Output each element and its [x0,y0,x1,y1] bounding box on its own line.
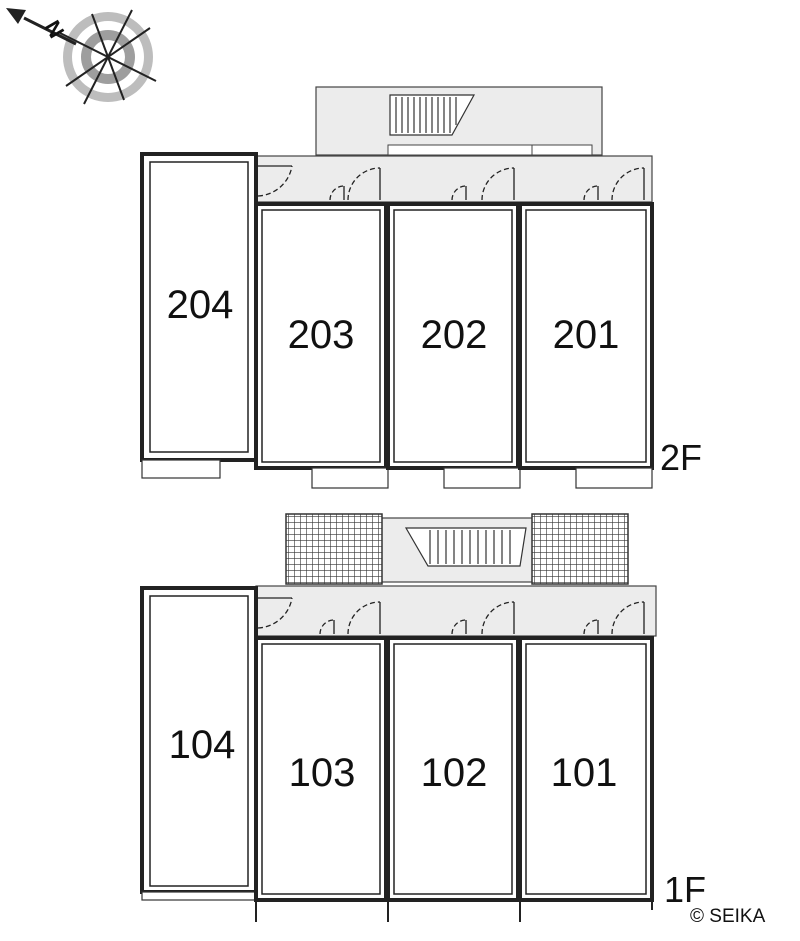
room-label: 203 [288,313,355,357]
copyright-notice: © SEIKA [690,906,766,927]
stair-block-2f [315,86,603,156]
room-202: 202 [386,202,521,489]
corridor-2f [255,155,653,203]
room-101: 101 [518,636,654,902]
room-label: 201 [553,313,620,357]
compass: N [6,8,157,105]
stairs-1f [429,530,511,564]
room-103: 103 [254,636,388,902]
doors-2f [257,165,645,201]
room-201: 201 [518,202,654,489]
ground-ticks [255,900,653,922]
room-label: 104 [169,723,236,767]
room-104: 104 [140,586,258,901]
room-label: 102 [421,751,488,795]
room-label: 204 [167,283,234,327]
room-label: 103 [289,751,356,795]
room-label: 202 [421,313,488,357]
doors-1f [257,597,645,635]
stairs-2f [395,97,457,133]
compass-rose-icon [6,8,157,105]
floor-2f: 204 203 202 201 2F [140,86,702,489]
floor-label-2f: 2F [660,437,702,478]
corridor-1f [255,585,657,637]
floor-label-1f: 1F [664,869,706,910]
room-203: 203 [254,202,389,489]
room-204: 204 [140,152,258,479]
floor-1f: 104 103 102 101 1F [140,513,706,922]
grid-area-right [531,513,629,585]
room-102: 102 [386,636,520,902]
grid-area-left [285,513,383,585]
room-label: 101 [551,751,618,795]
stair-block-1f [285,513,629,585]
